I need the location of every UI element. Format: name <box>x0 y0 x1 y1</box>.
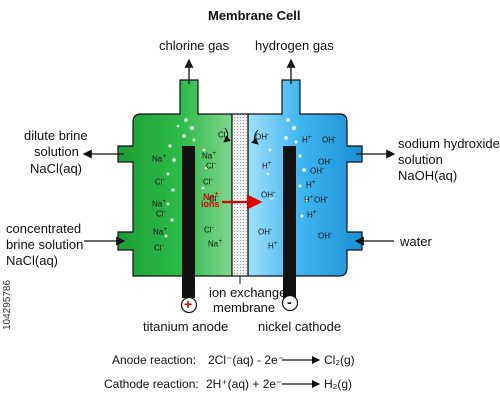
cathode-terminal <box>281 294 299 312</box>
concentrated-brine-label-1: concentrated <box>6 221 82 236</box>
anode-reaction-rhs: Cl₂(g) <box>324 353 355 367</box>
anode-reaction-lhs: 2Cl⁻(aq) - 2e⁻ <box>208 353 285 367</box>
cathode-ion: H+ <box>262 160 272 171</box>
oh-curved-arrow <box>251 129 259 145</box>
anode-ion: Cl- <box>156 208 166 219</box>
concentrated-brine-label-2: brine solution <box>6 237 84 252</box>
anode-ion: Cl- <box>154 242 164 253</box>
anode-ion: Na+ <box>153 226 168 237</box>
anode-ion: Cl- <box>203 176 213 187</box>
cathode-ion: OH- <box>318 156 333 167</box>
sodium-hydroxide-label-3: NaOH(aq) <box>398 168 458 183</box>
anode-ion: Na+ <box>208 238 223 249</box>
concentrated-brine-label-3: NaCl(aq) <box>6 253 59 268</box>
cathode-ion: OH- <box>314 194 329 205</box>
na-ions-word: ions <box>201 199 220 209</box>
anode-ion: Na+ <box>152 198 167 209</box>
dilute-brine-label-1: dilute brine <box>24 128 88 143</box>
cathode-bubbles <box>266 118 308 218</box>
cathode-ion: H+ <box>306 179 316 190</box>
anode-ion: Cl- <box>206 160 216 171</box>
diagram-title: Membrane Cell <box>208 8 301 23</box>
anode-chamber <box>117 79 233 277</box>
cl-curved-arrow <box>223 127 231 143</box>
anode-ion: Cl- <box>204 224 214 235</box>
anode-ion: Cl- <box>209 193 219 204</box>
membrane-label-2: membrane <box>213 300 276 315</box>
cathode-reaction-label: Cathode reaction: <box>104 377 199 391</box>
nickel-cathode-electrode <box>283 146 296 298</box>
cathode-ion: OH- <box>318 230 333 241</box>
hydrogen-gas-label: hydrogen gas <box>255 38 334 53</box>
cathode-ion: OH- <box>322 134 337 145</box>
cathode-ion: OH- <box>258 226 273 237</box>
sodium-hydroxide-label-2: solution <box>398 152 443 167</box>
ion-exchange-membrane <box>231 113 249 277</box>
membrane-cl-ion: Cl- <box>218 129 228 140</box>
anode-sign: + <box>184 296 193 312</box>
cathode-ion: OH- <box>261 189 276 200</box>
anode-terminal <box>180 296 198 314</box>
anode-ion: Na+ <box>152 153 167 164</box>
cathode-ion: H+ <box>302 134 312 145</box>
nickel-cathode-label: nickel cathode <box>258 319 342 334</box>
titanium-anode-label: titanium anode <box>143 319 229 334</box>
water-label: water <box>400 234 432 249</box>
cathode-chamber <box>247 79 363 277</box>
cathode-reaction-rhs: H₂(g) <box>324 377 352 391</box>
cathode-ion: OH- <box>310 165 325 176</box>
anode-ion: Na+ <box>202 150 217 161</box>
stock-image-id: 104295786 <box>2 279 13 330</box>
titanium-anode-electrode <box>182 146 195 298</box>
anode-reaction-label: Anode reaction: <box>112 353 197 367</box>
cathode-ion: H+ <box>268 240 278 251</box>
dilute-brine-label-2: solution <box>34 144 79 159</box>
cathode-ion: H+ <box>304 194 314 205</box>
chlorine-gas-label: chlorine gas <box>159 38 230 53</box>
cathode-ion: H+ <box>307 209 317 220</box>
membrane-oh-ion: OH- <box>255 131 270 142</box>
anode-ion: Cl- <box>155 176 165 187</box>
cathode-reaction-lhs: 2H⁺(aq) + 2e⁻ <box>206 377 283 391</box>
sodium-hydroxide-label-1: sodium hydroxide <box>398 136 500 151</box>
na-ions-label: Na+ <box>203 189 219 202</box>
anode-bubbles <box>164 118 208 238</box>
cathode-sign: - <box>287 294 292 310</box>
membrane-label-1: ion exchange <box>209 285 287 300</box>
dilute-brine-label-3: NaCl(aq) <box>30 161 83 176</box>
